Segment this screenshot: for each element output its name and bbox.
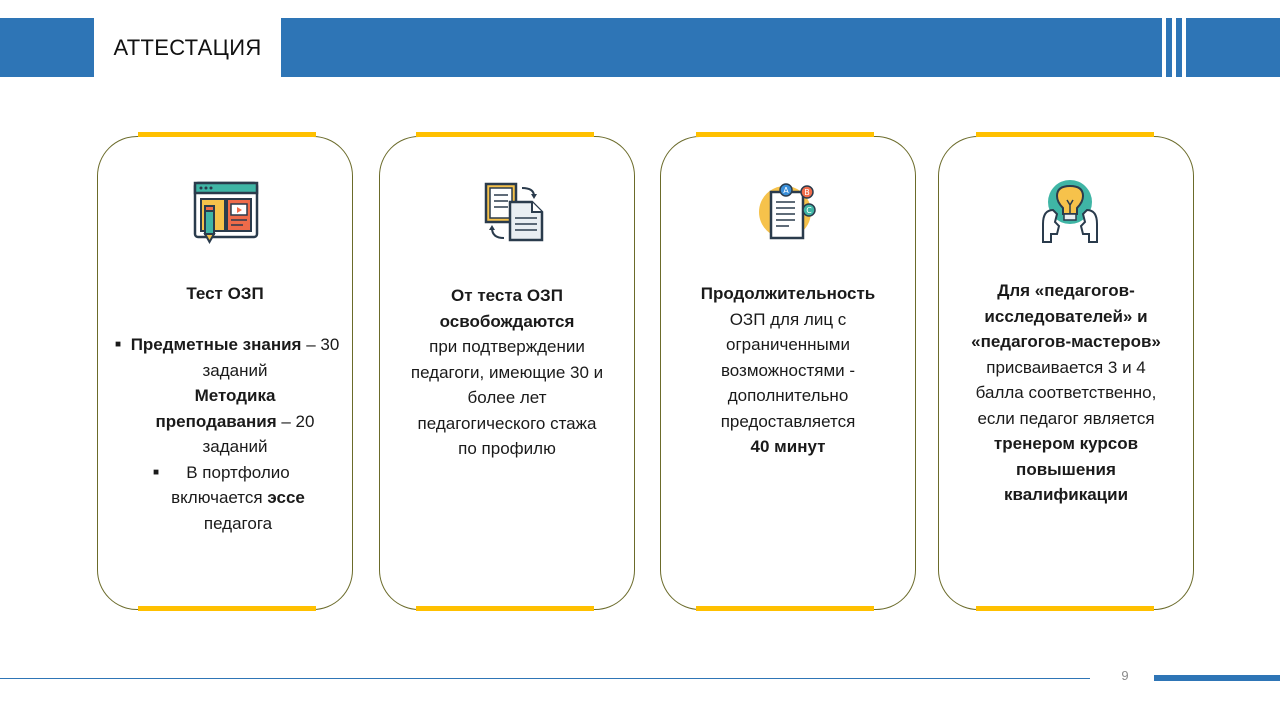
svg-text:C: C bbox=[806, 206, 812, 215]
page-title: АТТЕСТАЦИЯ bbox=[113, 34, 262, 60]
portfolio-end-text: педагога bbox=[203, 513, 273, 533]
subject-knowledge-count: – 30 заданий bbox=[202, 335, 340, 380]
card-body: ОЗП для лиц с ограниченными возможностям… bbox=[720, 309, 856, 431]
header-stripe bbox=[1182, 18, 1186, 77]
card-bottom-accent bbox=[696, 606, 874, 611]
methodology-label: Методика преподавания bbox=[155, 386, 277, 431]
quiz-test-icon: A B C bbox=[759, 183, 816, 240]
card-bottom-accent bbox=[138, 606, 316, 611]
card-top-accent bbox=[138, 132, 316, 137]
essay-label: эссе bbox=[267, 488, 305, 507]
card-title: Продолжительность bbox=[700, 284, 876, 303]
document-exchange-icon bbox=[484, 182, 544, 242]
header-stripe bbox=[1162, 18, 1166, 77]
card-top-accent bbox=[696, 132, 874, 137]
methodology-count: – 20 заданий bbox=[202, 411, 315, 457]
portfolio-text: В портфолио включается bbox=[171, 462, 290, 508]
footer-accent-bar bbox=[1154, 675, 1280, 681]
card-bottom-accent bbox=[976, 606, 1154, 611]
header-left-bar bbox=[0, 18, 94, 77]
card-top-accent bbox=[416, 132, 594, 137]
online-learning-icon bbox=[193, 181, 259, 245]
card-body: при подтверждении педагоги, имеющие 30 и… bbox=[410, 337, 604, 458]
idea-lightbulb-icon bbox=[1042, 180, 1098, 243]
header-right-bar bbox=[281, 18, 1280, 77]
svg-text:A: A bbox=[783, 186, 789, 195]
card-title: От теста ОЗП освобождаются bbox=[439, 286, 575, 331]
card-bottom-accent bbox=[416, 606, 594, 611]
extra-time-label: 40 минут bbox=[750, 437, 826, 456]
card-title: Тест ОЗП bbox=[186, 284, 264, 303]
bullet-marker: ■ bbox=[115, 339, 122, 350]
card-test-ozp-text: Тест ОЗП ■ Предметные знания – 30 заданий… bbox=[97, 281, 353, 536]
header-stripe bbox=[1172, 18, 1176, 77]
card-researchers-masters-text: Для «педагогов-исследователей» и «педаго… bbox=[938, 278, 1194, 508]
card-body: присваивается 3 и 4 балла соответственно… bbox=[975, 357, 1157, 428]
footer-line bbox=[0, 678, 1090, 679]
card-duration-text: Продолжительность ОЗП для лиц с ограниче… bbox=[660, 281, 916, 460]
bullet-marker: ■ bbox=[153, 466, 160, 478]
svg-text:B: B bbox=[804, 188, 810, 197]
page-number: 9 bbox=[1121, 668, 1129, 683]
card-top-accent bbox=[976, 132, 1154, 137]
card-title: Для «педагогов-исследователей» и «педаго… bbox=[971, 281, 1161, 351]
subject-knowledge-label: Предметные знания bbox=[130, 335, 302, 354]
trainer-label: тренером курсов повышения квалификации bbox=[993, 434, 1139, 504]
card-exemption-text: От теста ОЗП освобождаются при подтвержд… bbox=[379, 283, 635, 462]
